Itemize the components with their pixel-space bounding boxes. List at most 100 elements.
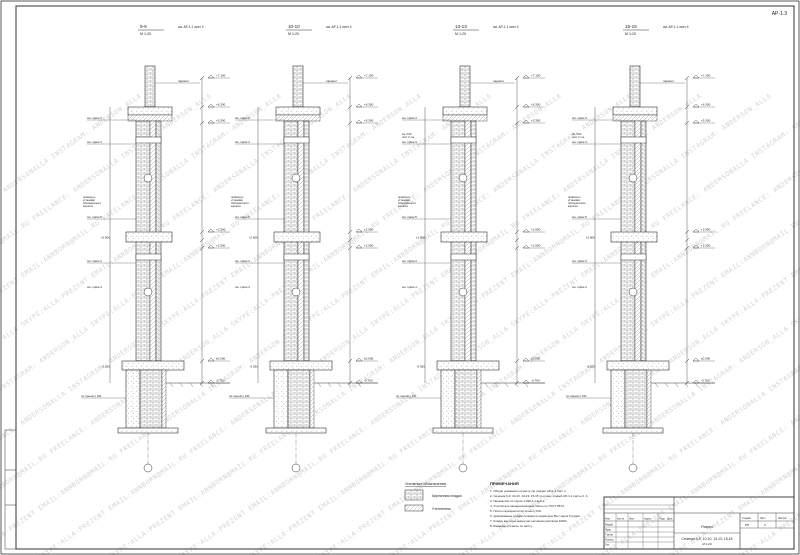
callout-slab: см. прим.5: [235, 215, 250, 219]
note-8: 8. Размеры уточнить по месту.: [490, 524, 533, 528]
dimension-tick: [514, 358, 520, 364]
callout-blockage-line: примкнуть: [83, 196, 96, 199]
level-value: +2.900: [701, 228, 711, 232]
callout-lintel-b: см. прим.4: [572, 140, 587, 144]
tb-col-list: Лист: [629, 518, 635, 521]
section-scale: М 1:20: [625, 32, 636, 36]
callout-foundation: по проекту КЖ: [396, 394, 417, 398]
tb-stage: РП: [745, 523, 749, 527]
ground-hatch: [654, 382, 699, 388]
tb-role-4: Н.контр.: [605, 539, 615, 542]
callout-lintel-2: см. прим.3: [572, 259, 587, 263]
dimension-tick: [347, 358, 353, 364]
watermark-text: SKYPE:ALLA-PREZENT EMAIL:ANNBORN@MAIL.RU…: [667, 92, 800, 555]
footing: [117, 427, 179, 434]
footing: [265, 427, 327, 434]
level-value: +7.100: [364, 74, 374, 78]
tb-role-1: Разраб.: [605, 524, 614, 527]
callout-lintel: см. прим.3: [402, 116, 417, 120]
level-value: +5.300: [701, 119, 711, 123]
dimension-tick: [199, 75, 205, 81]
note-1: 1. Общие указания к проекту см. раздел А…: [490, 489, 567, 493]
callout-insul-line: см. ЮЖ: [572, 132, 582, 136]
dimension-tick: [347, 380, 353, 386]
tb-sheets-header: Листов: [778, 516, 787, 520]
callout-insul-line: см. ЮЖ: [402, 132, 412, 136]
dimension-tick: [684, 229, 690, 235]
foundation-inner: [440, 369, 456, 429]
tb-role-2: Пров.: [605, 529, 612, 532]
section-title: 15-15: [625, 24, 637, 29]
callout-foundation: по проекту КЖ: [81, 394, 102, 398]
level-value: +7.100: [216, 74, 226, 78]
legend-item-brick: Кирпичная кладка: [432, 494, 462, 498]
axis-circle-bottom: [628, 463, 638, 473]
tb-col-doc: №док.: [644, 518, 651, 521]
foundation-inner: [273, 369, 289, 429]
lintel: [620, 253, 647, 261]
callout-blockage-line: установки: [568, 199, 581, 202]
roof-slab: [275, 106, 321, 116]
note-2: 2. Сечения 9-9, 10-10, 13-13, 15-15 по п…: [490, 494, 588, 498]
level-marker: [355, 103, 363, 108]
level-marker: [355, 244, 363, 249]
foundation-insulation: [646, 369, 652, 429]
level-marker: [522, 74, 530, 79]
tb-col-date: Дата: [667, 518, 673, 521]
dimension-tick: [347, 104, 353, 110]
level-value: ±0.000: [531, 357, 540, 361]
level-value: +2.900: [216, 228, 226, 232]
ground-hatch: [169, 382, 214, 388]
lintel-upper: [450, 136, 477, 144]
lintel-upper: [283, 136, 310, 144]
footing: [432, 427, 494, 434]
callout-blockage-line: кирпича: [568, 205, 578, 208]
lintel: [135, 253, 162, 261]
level-marker: [692, 379, 700, 384]
axis-circle: [143, 173, 153, 183]
level-value: +6.300: [364, 103, 374, 107]
dimension-tick: [684, 358, 690, 364]
callout-blockage-line: примкнуть: [568, 196, 581, 199]
foundation-wall: [454, 369, 478, 429]
tb-role-5: Утв.: [605, 544, 610, 547]
notes-block: ПРИМЕЧАНИЯ 1. Общие указания к проекту с…: [490, 481, 588, 528]
level-value: +7.100: [531, 74, 541, 78]
section-ref: см. АР-1.1 лист 4: [326, 25, 352, 29]
tb-sheet-header: Лист: [760, 516, 766, 520]
level-value: +7.100: [701, 74, 711, 78]
level-value: +2.900: [531, 228, 541, 232]
callout-slab: см. прим.5: [402, 215, 417, 219]
callout-parapet: парапет: [326, 79, 338, 83]
legend-insul-swatch: [404, 504, 424, 512]
callout-foundation: по проекту КЖ: [566, 394, 587, 398]
note-4: 4. Утеплитель минераловатные плиты по ГО…: [490, 504, 565, 508]
section-ref: см. АР-1.1 лист 4: [663, 25, 689, 29]
level-value: +6.300: [216, 103, 226, 107]
callout-lintel: см. прим.3: [572, 116, 587, 120]
axis-circle-bottom: [458, 463, 468, 473]
level-value-left: -0.050: [586, 365, 595, 369]
watermark-layer: SKYPE:ALLA-PREZENT EMAIL:ANNBORN@MAIL.RU…: [0, 92, 800, 555]
floor-slab: [125, 231, 173, 243]
ground-slab: [606, 360, 670, 371]
level-value: +2.500: [364, 244, 374, 248]
level-marker: [522, 244, 530, 249]
level-marker: [207, 357, 215, 362]
dimension-tick: [199, 229, 205, 235]
dimension-tick: [684, 104, 690, 110]
floor-slab: [440, 231, 488, 243]
ground-slab: [436, 360, 500, 371]
section-ref: см. АР-1.1 лист 4: [493, 25, 519, 29]
callout-blockage-line: кирпича: [231, 205, 241, 208]
axis-circle: [458, 287, 468, 297]
callout-blockage-line: облицовочного: [398, 201, 417, 205]
callout-blockage-line: кирпича: [398, 205, 408, 208]
callout-foundation: по проекту КЖ: [229, 394, 250, 398]
section-title: 13-13: [455, 24, 467, 29]
dimension-tick: [514, 380, 520, 386]
